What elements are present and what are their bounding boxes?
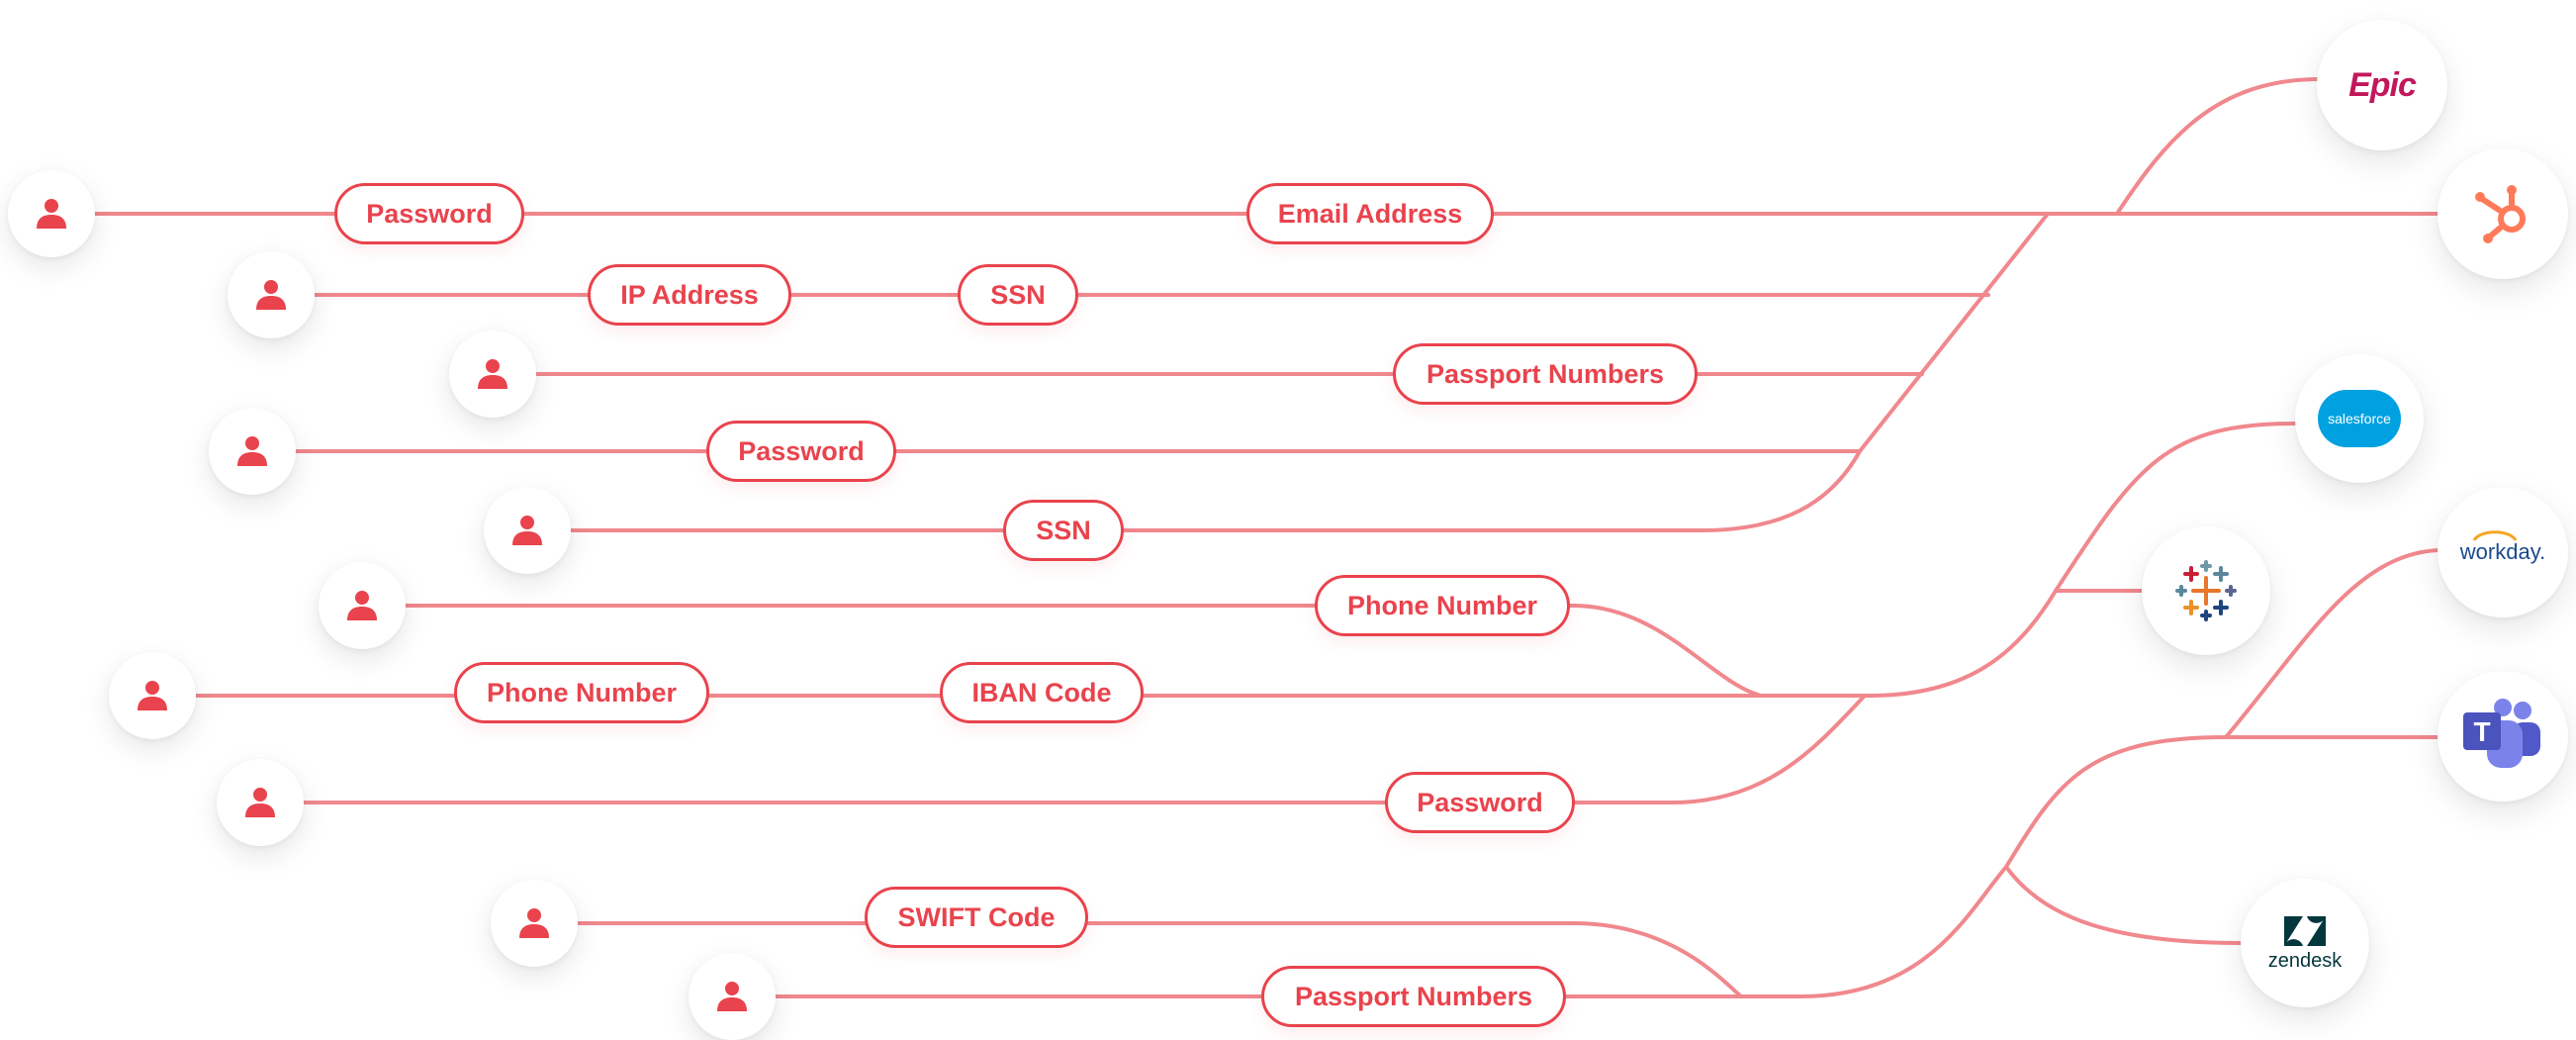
trunk-epic (1858, 77, 2322, 453)
data-type-pill: SSN (1003, 500, 1124, 561)
trunk-workday (2224, 548, 2440, 739)
trunk-teams (2004, 735, 2445, 869)
person-icon (717, 982, 747, 1011)
user-avatar[interactable] (109, 652, 196, 739)
salesforce-logo-icon: salesforce (2318, 390, 2401, 447)
person-icon (519, 908, 549, 938)
hubspot-app[interactable] (2438, 148, 2568, 279)
person-icon (512, 516, 542, 545)
zendesk-label: zendesk (2267, 949, 2343, 972)
data-type-pill: Password (706, 421, 896, 482)
epic-app[interactable]: Epic (2317, 20, 2447, 150)
data-type-pill: Phone Number (1315, 575, 1570, 636)
data-type-pill: IBAN Code (940, 662, 1144, 723)
user-avatar[interactable] (484, 487, 571, 574)
epic-logo-icon: Epic (2348, 65, 2417, 104)
tableau-logo-icon (2175, 560, 2237, 621)
data-type-pill: IP Address (588, 264, 791, 326)
person-icon (138, 681, 167, 710)
line-user7 (150, 589, 2058, 698)
user-avatar[interactable] (449, 331, 536, 418)
person-icon (237, 436, 267, 466)
data-type-pill: SWIFT Code (865, 887, 1088, 948)
data-type-pill: Passport Numbers (1261, 966, 1566, 1027)
line-user8 (258, 694, 1867, 804)
salesforce-label: salesforce (2328, 411, 2391, 426)
teams-app[interactable]: T (2438, 671, 2568, 802)
trunk-zendesk (2004, 865, 2243, 945)
user-avatar[interactable] (217, 759, 304, 846)
trunk-salesforce (2054, 422, 2297, 593)
line-user10 (730, 865, 2008, 998)
workday-label: workday. (2459, 539, 2546, 564)
teams-logo-icon: T (2463, 699, 2540, 768)
person-icon (256, 280, 286, 310)
zendesk-logo-icon (2284, 915, 2326, 946)
user-avatar[interactable] (228, 251, 315, 338)
data-type-pill: Passport Numbers (1393, 343, 1698, 405)
salesforce-app[interactable]: salesforce (2295, 354, 2424, 483)
workday-app[interactable]: workday. (2438, 487, 2568, 617)
user-avatar[interactable] (209, 408, 296, 495)
user-avatar[interactable] (689, 953, 776, 1040)
person-icon (478, 359, 507, 389)
person-icon (245, 788, 275, 817)
tableau-app[interactable] (2142, 526, 2270, 655)
data-type-pill: SSN (958, 264, 1078, 326)
person-icon (37, 199, 66, 229)
teams-letter: T (2473, 716, 2490, 747)
workday-logo-icon: workday. (2459, 530, 2546, 565)
user-avatar[interactable] (319, 562, 406, 649)
line-user9 (532, 921, 1743, 998)
zendesk-app[interactable]: zendesk (2241, 879, 2369, 1007)
data-type-pill: Phone Number (454, 662, 709, 723)
data-type-pill: Password (334, 183, 524, 244)
user-avatar[interactable] (491, 880, 578, 967)
data-type-pill: Email Address (1246, 183, 1494, 244)
line-user5 (525, 449, 1862, 532)
user-avatar[interactable] (8, 170, 95, 257)
person-icon (347, 591, 377, 620)
data-type-pill: Password (1385, 772, 1575, 833)
line-user6 (360, 604, 1763, 698)
hubspot-logo-icon (2475, 185, 2526, 243)
